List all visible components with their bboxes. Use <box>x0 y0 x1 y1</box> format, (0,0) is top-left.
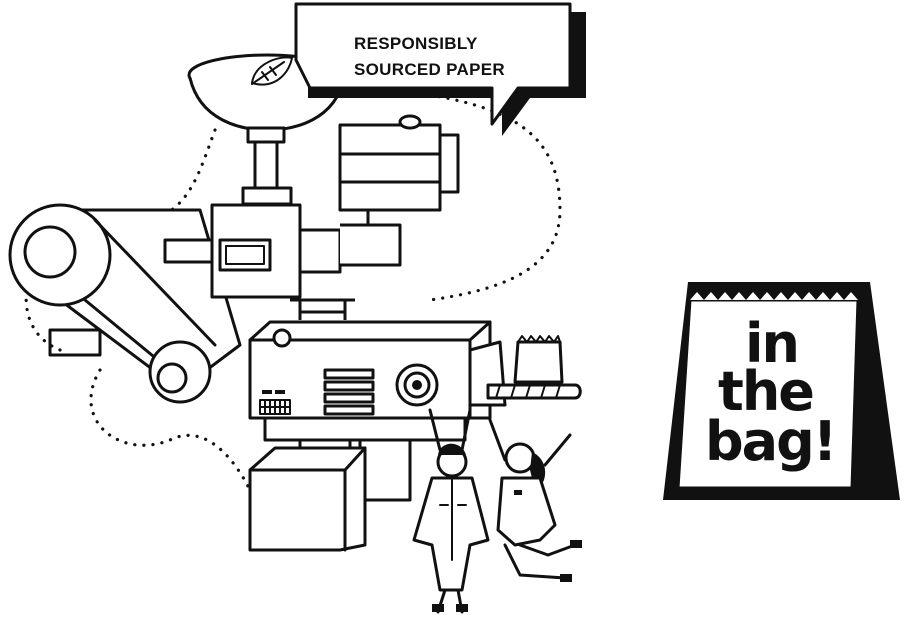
bubble-line-1: RESPONSIBLY <box>354 34 478 53</box>
badge-line-the: the <box>718 360 813 423</box>
dial-icon <box>395 363 439 407</box>
paper-bag <box>513 335 564 384</box>
conveyor-belt <box>486 335 582 400</box>
bubble-line-2: SOURCED PAPER <box>354 60 505 79</box>
badge-line-in: in <box>745 312 798 375</box>
paper-roll <box>8 203 242 404</box>
jumping-workers <box>412 408 582 614</box>
lower-box <box>248 446 367 552</box>
vent-grille <box>323 368 375 416</box>
funnel-hopper <box>187 53 347 206</box>
badge-line-bag: bag! <box>705 410 835 473</box>
leaf-icon <box>251 56 293 86</box>
stacked-tanks <box>338 114 460 267</box>
control-panel <box>259 390 291 415</box>
in-the-bag-badge: in the bag! <box>663 282 900 500</box>
speech-bubble: RESPONSIBLY SOURCED PAPER <box>294 2 586 136</box>
control-box <box>163 203 342 299</box>
